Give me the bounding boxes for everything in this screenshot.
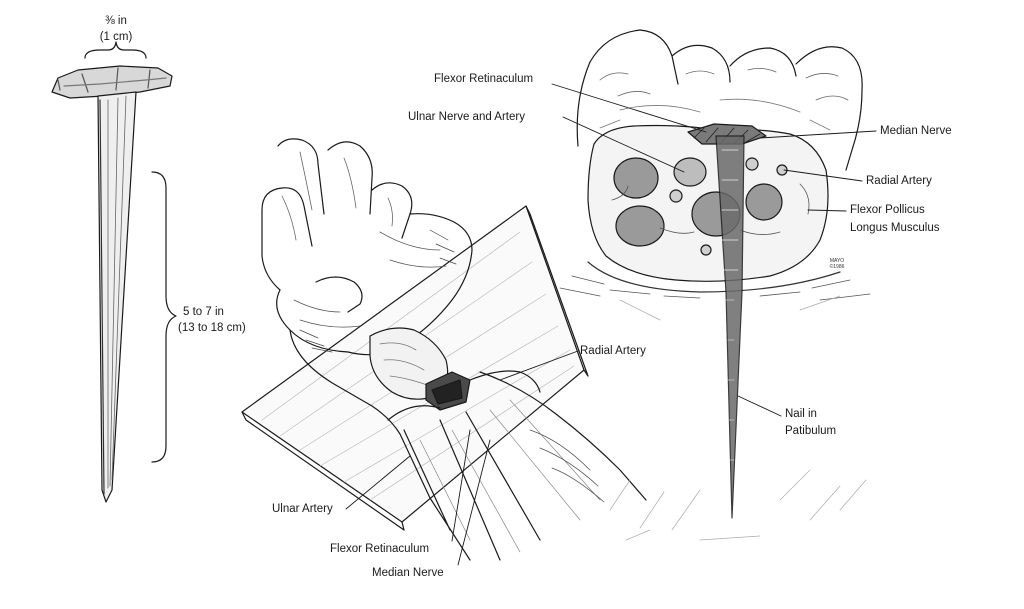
retinaculum-section bbox=[688, 124, 766, 144]
leader-nail-patibulum bbox=[738, 396, 781, 416]
cross-section-nail bbox=[716, 136, 744, 518]
bone-section-4 bbox=[746, 184, 782, 220]
label-ulnar-artery: Ulnar Artery bbox=[272, 503, 333, 515]
leader-flexor-retinaculum-top bbox=[552, 84, 706, 132]
leader-median-nerve-top bbox=[760, 131, 876, 138]
bone-section-1 bbox=[614, 158, 658, 198]
label-radial-artery-wrist: Radial Artery bbox=[580, 345, 646, 357]
bone-section-2 bbox=[616, 206, 664, 246]
nail-head-width-cm: (1 cm) bbox=[99, 31, 133, 43]
nail-length-cm: (13 to 18 cm) bbox=[178, 322, 246, 334]
label-nail-line2: Patibulum bbox=[785, 425, 837, 437]
label-ulnar-nerve-artery: Ulnar Nerve and Artery bbox=[408, 111, 525, 123]
leader-lines bbox=[346, 84, 876, 565]
artist-signature: MAYO ©1986 bbox=[829, 258, 845, 270]
label-radial-artery-top: Radial Artery bbox=[866, 175, 932, 187]
patibulum-board-with-wrist bbox=[242, 139, 646, 560]
curled-fingers bbox=[577, 30, 862, 170]
label-median-nerve-top: Median Nerve bbox=[880, 125, 952, 137]
leader-median-nerve-wrist bbox=[458, 440, 490, 565]
nail-head bbox=[52, 66, 172, 98]
palm-and-thumb bbox=[277, 250, 472, 406]
leader-flexor-pollicus bbox=[808, 210, 846, 211]
bone-section-5 bbox=[674, 158, 706, 186]
leader-flexor-retinaculum-wrist bbox=[452, 430, 470, 541]
forearm bbox=[372, 372, 646, 560]
label-flexor-retinaculum-top: Flexor Retinaculum bbox=[434, 73, 534, 85]
label-nail-line1: Nail in bbox=[785, 408, 817, 420]
leader-ulnar-nerve-artery bbox=[563, 117, 684, 172]
nail-head-width-bracket bbox=[85, 42, 146, 58]
fingers bbox=[262, 139, 472, 290]
label-flexor-pollicus-line1: Flexor Pollicus bbox=[850, 204, 925, 216]
nail-drawing bbox=[52, 66, 172, 502]
nail-head-width-inches: ⅜ in bbox=[105, 15, 127, 27]
nail-length-inches: 5 to 7 in bbox=[183, 306, 224, 318]
wrist-cross-section-with-nail bbox=[560, 30, 870, 540]
label-flexor-pollicus-line2: Longus Musculus bbox=[850, 222, 940, 234]
nail-length-brace bbox=[152, 172, 176, 462]
nail-shank bbox=[98, 92, 136, 502]
label-flexor-retinaculum-wrist: Flexor Retinaculum bbox=[330, 543, 430, 555]
leader-radial-artery-top bbox=[784, 170, 862, 181]
leader-radial-artery-wrist bbox=[500, 351, 578, 380]
label-median-nerve-wrist: Median Nerve bbox=[372, 567, 444, 579]
leader-ulnar-artery bbox=[346, 456, 410, 509]
